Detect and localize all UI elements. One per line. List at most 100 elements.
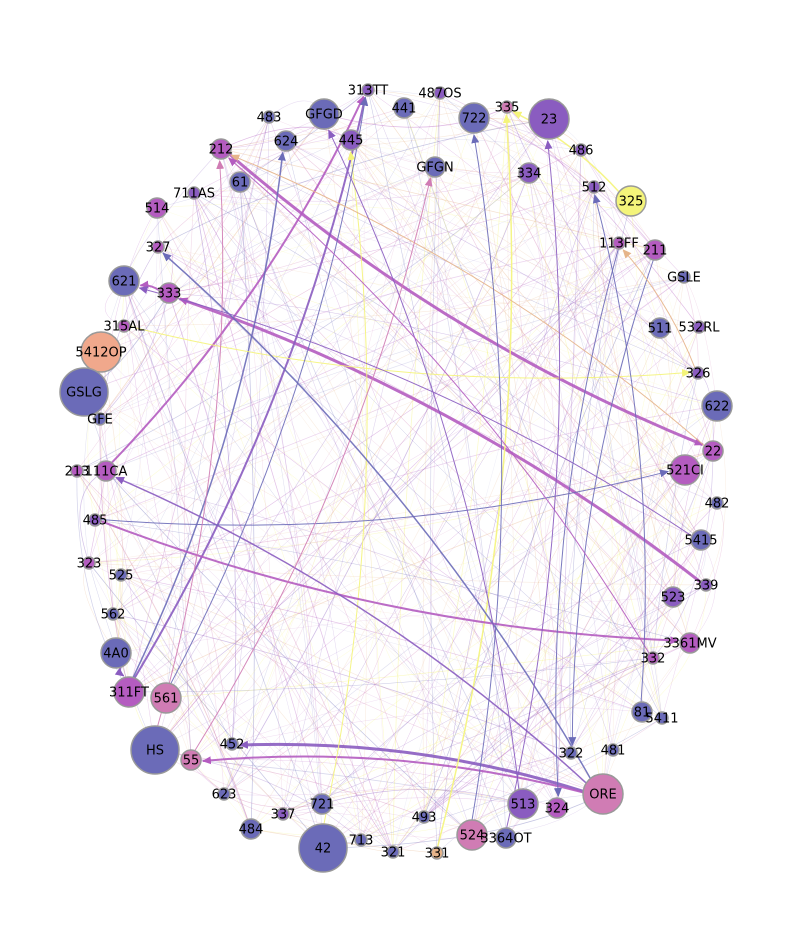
node-circle[interactable] bbox=[361, 83, 375, 97]
node-484[interactable]: 484 bbox=[239, 818, 264, 840]
node-circle[interactable] bbox=[59, 367, 109, 417]
node-562[interactable]: 562 bbox=[101, 607, 126, 623]
node-523[interactable]: 523 bbox=[661, 586, 686, 608]
node-circle[interactable] bbox=[106, 607, 120, 621]
node-3361MV[interactable]: 3361MV bbox=[663, 632, 717, 654]
node-circle[interactable] bbox=[582, 773, 624, 815]
node-335[interactable]: 335 bbox=[495, 100, 520, 116]
node-circle[interactable] bbox=[612, 236, 626, 250]
node-circle[interactable] bbox=[240, 818, 262, 840]
node-532RL[interactable]: 532RL bbox=[678, 320, 720, 336]
node-211[interactable]: 211 bbox=[643, 239, 668, 261]
node-circle[interactable] bbox=[210, 138, 232, 160]
node-circle[interactable] bbox=[574, 143, 588, 157]
node-525[interactable]: 525 bbox=[109, 568, 134, 584]
node-511[interactable]: 511 bbox=[648, 317, 673, 339]
node-512[interactable]: 512 bbox=[582, 180, 607, 196]
node-311FT[interactable]: 311FT bbox=[109, 676, 149, 708]
node-circle[interactable] bbox=[507, 788, 539, 820]
node-485[interactable]: 485 bbox=[83, 513, 108, 529]
node-circle[interactable] bbox=[546, 797, 568, 819]
node-circle[interactable] bbox=[82, 556, 96, 570]
node-212[interactable]: 212 bbox=[209, 138, 234, 160]
node-circle[interactable] bbox=[187, 186, 201, 200]
node-321[interactable]: 321 bbox=[381, 845, 406, 861]
node-circle[interactable] bbox=[518, 162, 540, 184]
node-514[interactable]: 514 bbox=[145, 197, 170, 219]
node-621[interactable]: 621 bbox=[108, 265, 140, 297]
node-213[interactable]: 213 bbox=[65, 464, 90, 480]
node-55[interactable]: 55 bbox=[180, 749, 202, 771]
node-326[interactable]: 326 bbox=[686, 366, 711, 382]
node-circle[interactable] bbox=[692, 320, 706, 334]
node-circle[interactable] bbox=[699, 578, 713, 592]
node-513[interactable]: 513 bbox=[507, 788, 539, 820]
node-circle[interactable] bbox=[644, 239, 666, 261]
node-325[interactable]: 325 bbox=[615, 185, 647, 217]
node-5415[interactable]: 5415 bbox=[684, 529, 718, 551]
node-441[interactable]: 441 bbox=[392, 97, 417, 119]
node-GSLG[interactable]: GSLG bbox=[59, 367, 109, 417]
node-circle[interactable] bbox=[276, 807, 290, 821]
node-circle[interactable] bbox=[649, 317, 671, 339]
node-circle[interactable] bbox=[690, 529, 712, 551]
node-337[interactable]: 337 bbox=[271, 807, 296, 823]
node-111CA[interactable]: 111CA bbox=[85, 460, 128, 482]
node-circle[interactable] bbox=[710, 496, 724, 510]
node-circle[interactable] bbox=[114, 568, 128, 582]
node-GFGD[interactable]: GFGD bbox=[305, 98, 343, 130]
node-circle[interactable] bbox=[691, 366, 705, 380]
node-313TT[interactable]: 313TT bbox=[348, 83, 389, 99]
node-circle[interactable] bbox=[528, 98, 570, 140]
node-circle[interactable] bbox=[217, 787, 231, 801]
node-482[interactable]: 482 bbox=[705, 496, 730, 512]
node-circle[interactable] bbox=[151, 240, 165, 254]
node-GSLE[interactable]: GSLE bbox=[667, 270, 701, 286]
node-GFGN[interactable]: GFGN bbox=[416, 156, 454, 178]
node-circle[interactable] bbox=[229, 171, 251, 193]
node-524[interactable]: 524 bbox=[456, 819, 488, 851]
node-113FF[interactable]: 113FF bbox=[599, 236, 639, 252]
node-circle[interactable] bbox=[225, 737, 239, 751]
node-circle[interactable] bbox=[130, 725, 180, 775]
node-circle[interactable] bbox=[100, 637, 132, 669]
node-22[interactable]: 22 bbox=[702, 440, 724, 462]
node-circle[interactable] bbox=[433, 86, 447, 100]
node-circle[interactable] bbox=[646, 651, 660, 665]
node-circle[interactable] bbox=[456, 819, 488, 851]
node-circle[interactable] bbox=[108, 265, 140, 297]
node-331[interactable]: 331 bbox=[425, 846, 450, 862]
node-487OS[interactable]: 487OS bbox=[418, 86, 462, 102]
node-circle[interactable] bbox=[117, 319, 131, 333]
node-481[interactable]: 481 bbox=[601, 743, 626, 759]
node-circle[interactable] bbox=[70, 464, 84, 478]
node-circle[interactable] bbox=[95, 460, 117, 482]
node-486[interactable]: 486 bbox=[569, 143, 594, 159]
node-circle[interactable] bbox=[662, 586, 684, 608]
node-circle[interactable] bbox=[180, 749, 202, 771]
node-circle[interactable] bbox=[702, 440, 724, 462]
node-622[interactable]: 622 bbox=[701, 390, 733, 422]
node-circle[interactable] bbox=[93, 412, 107, 426]
node-GFE[interactable]: GFE bbox=[87, 412, 113, 428]
node-327[interactable]: 327 bbox=[146, 240, 171, 256]
node-circle[interactable] bbox=[564, 746, 578, 760]
node-332[interactable]: 332 bbox=[641, 651, 666, 667]
node-circle[interactable] bbox=[113, 676, 145, 708]
node-452[interactable]: 452 bbox=[220, 737, 245, 753]
node-322[interactable]: 322 bbox=[559, 746, 584, 762]
node-722[interactable]: 722 bbox=[458, 102, 490, 134]
node-circle[interactable] bbox=[631, 701, 653, 723]
node-circle[interactable] bbox=[606, 743, 620, 757]
node-circle[interactable] bbox=[386, 845, 400, 859]
node-circle[interactable] bbox=[495, 827, 517, 849]
node-5411[interactable]: 5411 bbox=[645, 711, 679, 727]
node-circle[interactable] bbox=[88, 513, 102, 527]
node-circle[interactable] bbox=[298, 823, 348, 873]
node-ORE[interactable]: ORE bbox=[582, 773, 624, 815]
node-323[interactable]: 323 bbox=[77, 556, 102, 572]
node-42[interactable]: 42 bbox=[298, 823, 348, 873]
node-334[interactable]: 334 bbox=[517, 162, 542, 184]
node-circle[interactable] bbox=[615, 185, 647, 217]
node-circle[interactable] bbox=[424, 156, 446, 178]
